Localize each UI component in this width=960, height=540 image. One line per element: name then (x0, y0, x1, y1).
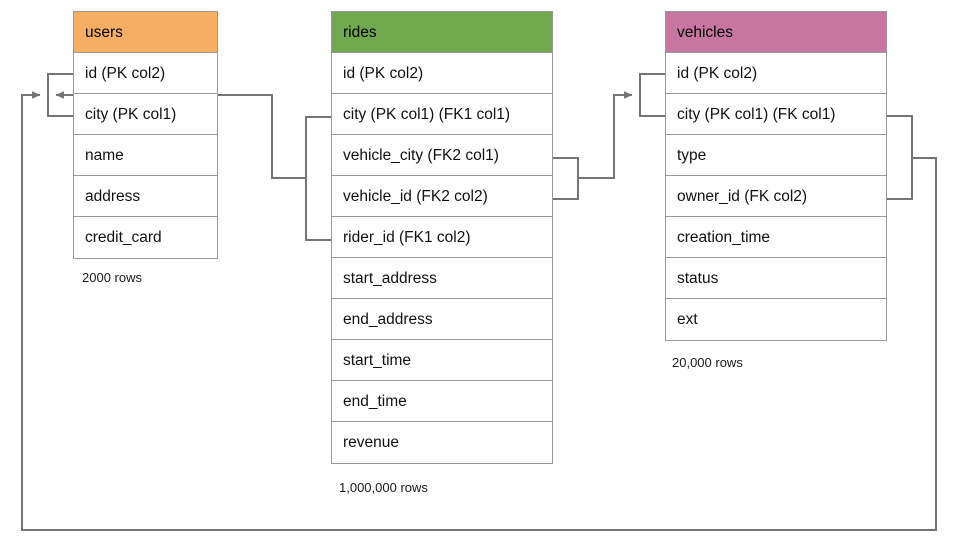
field-vehicles-owner-id[interactable]: owner_id (FK col2) (666, 176, 886, 217)
field-rides-end-address[interactable]: end_address (332, 299, 552, 340)
vehicles-fk-bracket (887, 115, 913, 200)
table-header-vehicles: vehicles (666, 12, 886, 53)
field-rides-end-time[interactable]: end_time (332, 381, 552, 422)
field-users-id[interactable]: id (PK col2) (74, 53, 217, 94)
field-users-name[interactable]: name (74, 135, 217, 176)
entity-table-vehicles[interactable]: vehicles id (PK col2) city (PK col1) (FK… (665, 11, 887, 341)
field-rides-id[interactable]: id (PK col2) (332, 53, 552, 94)
field-vehicles-status[interactable]: status (666, 258, 886, 299)
field-rides-vehicle-city[interactable]: vehicle_city (FK2 col1) (332, 135, 552, 176)
entity-table-rides[interactable]: rides id (PK col2) city (PK col1) (FK1 c… (331, 11, 553, 464)
vehicles-pk-bracket (639, 73, 665, 117)
field-rides-revenue[interactable]: revenue (332, 422, 552, 463)
field-users-city[interactable]: city (PK col1) (74, 94, 217, 135)
rides-fk2-bracket (553, 157, 579, 200)
table-header-users: users (74, 12, 217, 53)
field-rides-start-time[interactable]: start_time (332, 340, 552, 381)
connector-rides-fk2-to-vehicles (578, 91, 633, 179)
field-vehicles-ext[interactable]: ext (666, 299, 886, 340)
field-vehicles-creation-time[interactable]: creation_time (666, 217, 886, 258)
entity-table-users[interactable]: users id (PK col2) city (PK col1) name a… (73, 11, 218, 259)
row-count-rides: 1,000,000 rows (339, 480, 428, 495)
field-rides-rider-id[interactable]: rider_id (FK1 col2) (332, 217, 552, 258)
field-rides-start-address[interactable]: start_address (332, 258, 552, 299)
row-count-users: 2000 rows (82, 270, 142, 285)
users-pk-bracket (47, 73, 73, 117)
table-header-rides: rides (332, 12, 552, 53)
field-vehicles-type[interactable]: type (666, 135, 886, 176)
row-count-vehicles: 20,000 rows (672, 355, 743, 370)
field-vehicles-city[interactable]: city (PK col1) (FK col1) (666, 94, 886, 135)
field-rides-city[interactable]: city (PK col1) (FK1 col1) (332, 94, 552, 135)
rides-fk1-bracket (305, 116, 331, 241)
field-vehicles-id[interactable]: id (PK col2) (666, 53, 886, 94)
field-users-address[interactable]: address (74, 176, 217, 217)
field-rides-vehicle-id[interactable]: vehicle_id (FK2 col2) (332, 176, 552, 217)
field-users-credit-card[interactable]: credit_card (74, 217, 217, 258)
